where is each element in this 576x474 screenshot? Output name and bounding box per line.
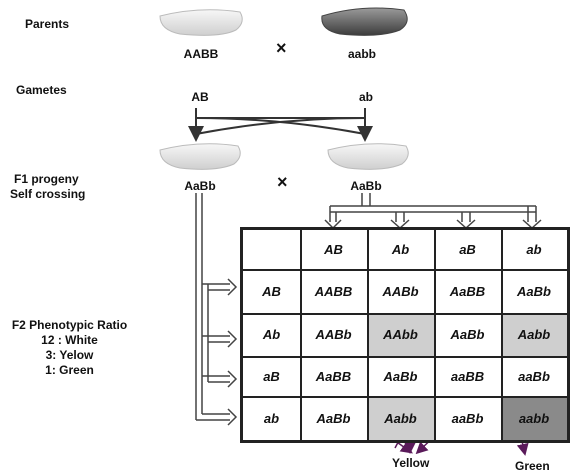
outcome-yellow-label: Yellow <box>392 456 430 470</box>
gamete-left: AB <box>191 90 209 104</box>
punnett-cell: AaBb <box>450 327 485 342</box>
f1-right-genotype: AaBb <box>350 179 382 193</box>
punnett-cell: AaBB <box>315 368 352 384</box>
punnett-cell: AABb <box>315 327 352 342</box>
row-header: ab <box>263 410 280 426</box>
phenotypic-ratio-block: F2 Phenotypic Ratio 12 : White 3: Yelow … <box>2 318 137 378</box>
f1-cross-symbol: × <box>277 172 288 192</box>
grid-line <box>300 230 302 440</box>
punnett-cell: aabb <box>501 396 567 440</box>
ratio-white: 12 : White <box>41 333 98 347</box>
punnett-cell: aaBb <box>518 368 550 384</box>
punnett-cell: AAbb <box>367 313 434 356</box>
grid-line <box>243 356 567 358</box>
col-header: aB <box>459 242 476 257</box>
parent-left-genotype: AABB <box>183 47 219 61</box>
punnett-cell: AaBb <box>316 410 351 426</box>
col-header: ab <box>526 242 542 257</box>
ratio-title: F2 Phenotypic Ratio <box>11 318 128 332</box>
parent-white-fruit <box>159 9 243 36</box>
punnett-cell: Aabb <box>367 396 434 440</box>
self-crossing-label: Self crossing <box>10 187 86 201</box>
outcome-green-label: Green <box>515 459 550 473</box>
punnett-cell: Aabb <box>501 313 567 356</box>
parent-right-genotype: aabb <box>347 47 376 61</box>
col-header: Ab <box>391 242 410 257</box>
parent-green-fruit <box>321 7 408 36</box>
grid-line <box>243 396 567 398</box>
col-distribution-arrows <box>324 193 542 230</box>
row-header: Ab <box>262 327 281 342</box>
f1-progeny-label: F1 progeny <box>14 172 79 186</box>
row-distribution-arrows <box>195 193 238 426</box>
gamete-right: ab <box>358 90 373 104</box>
punnett-cell: AABB <box>314 283 353 299</box>
ratio-yellow: 3: Yelow <box>45 348 94 362</box>
gametes-label: Gametes <box>16 83 67 97</box>
grid-line <box>434 230 436 440</box>
grid-line <box>243 269 567 271</box>
grid-line <box>243 313 567 315</box>
grid-line <box>367 230 369 440</box>
col-header: AB <box>324 242 343 257</box>
f1-left-genotype: AaBb <box>184 179 216 193</box>
grid-line <box>501 230 503 440</box>
punnett-cell: aaBB <box>450 368 485 384</box>
parents-label: Parents <box>25 17 70 31</box>
punnett-cell: AaBB <box>449 283 486 299</box>
f1-left-fruit <box>159 143 241 170</box>
punnett-cell: AaBb <box>517 283 551 299</box>
punnett-cell: AaBb <box>383 368 418 384</box>
ratio-green: 1: Green <box>45 363 94 377</box>
row-header: aB <box>263 368 280 384</box>
parent-cross-symbol: × <box>276 38 287 58</box>
f1-right-fruit <box>327 143 409 170</box>
punnett-cell: AABb <box>382 283 419 299</box>
row-header: AB <box>262 283 281 299</box>
gamete-arrow-right <box>188 108 366 142</box>
punnett-cell: aaBb <box>451 410 484 426</box>
